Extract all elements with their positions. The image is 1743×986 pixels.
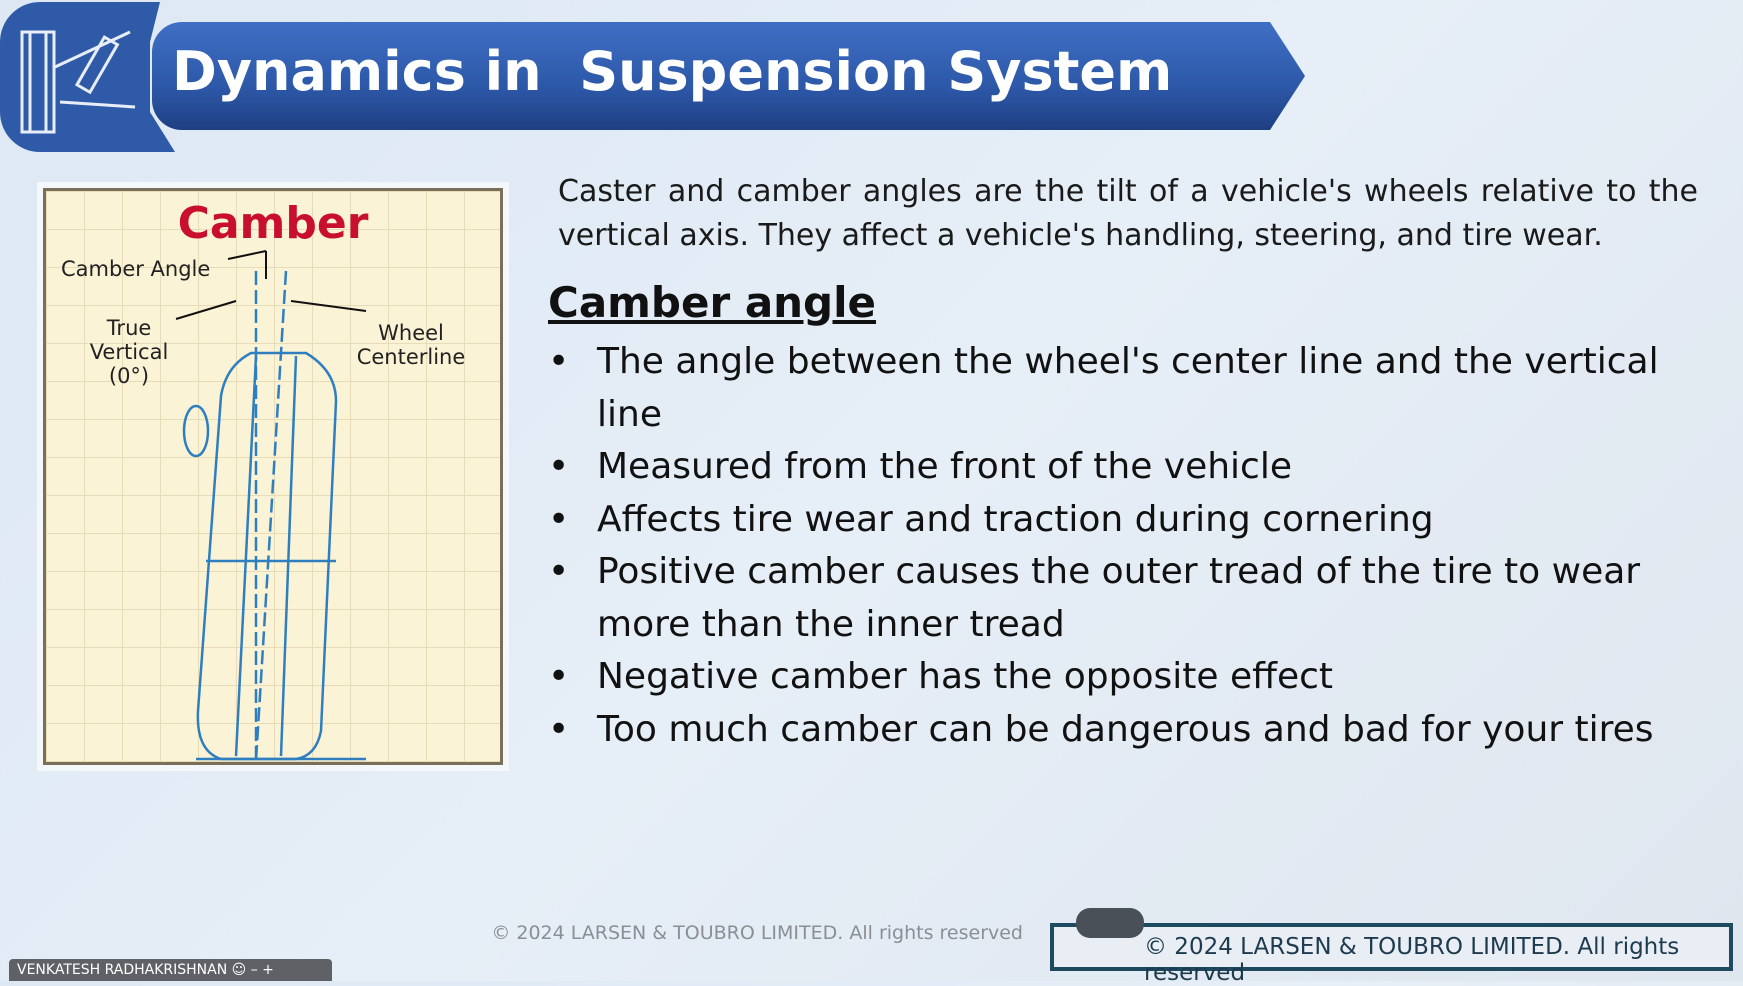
copyright-box: © 2024 LARSEN & TOUBRO LIMITED. All righ… (1050, 923, 1733, 986)
minus-icon[interactable]: – (250, 962, 258, 978)
list-item: •Measured from the front of the vehicle (548, 446, 1293, 487)
suspension-logo-icon (0, 2, 175, 152)
list-item: •Negative camber has the opposite effect (548, 656, 1333, 697)
intro-paragraph: Caster and camber angles are the tilt of… (558, 174, 1698, 253)
plus-icon[interactable]: + (262, 962, 274, 978)
list-item: •Positive camber causes the outer tread … (548, 551, 1641, 645)
list-item: •The angle between the wheel's center li… (548, 341, 1659, 435)
person-icon: ☺ (231, 962, 247, 978)
list-item: •Too much camber can be dangerous and ba… (548, 708, 1654, 750)
list-item: •Affects tire wear and traction during c… (548, 498, 1434, 540)
diagram-title: Camber (177, 198, 369, 249)
presenter-tag: VENKATESH RADHAKRISHNAN ☺ – + (9, 959, 332, 981)
presenter-name: VENKATESH RADHAKRISHNAN (17, 962, 228, 978)
title-banner (152, 22, 1305, 130)
section-heading: Camber angle (548, 278, 877, 327)
wheel-drawing (175, 250, 367, 762)
page-title: Dynamics in Suspension System (172, 40, 1173, 103)
plug-icon (1076, 908, 1144, 938)
camber-angle-label: Camber Angle (61, 257, 211, 281)
bullet-list: •The angle between the wheel's center li… (548, 336, 1698, 756)
faint-copyright: © 2024 LARSEN & TOUBRO LIMITED. All righ… (491, 922, 1023, 944)
